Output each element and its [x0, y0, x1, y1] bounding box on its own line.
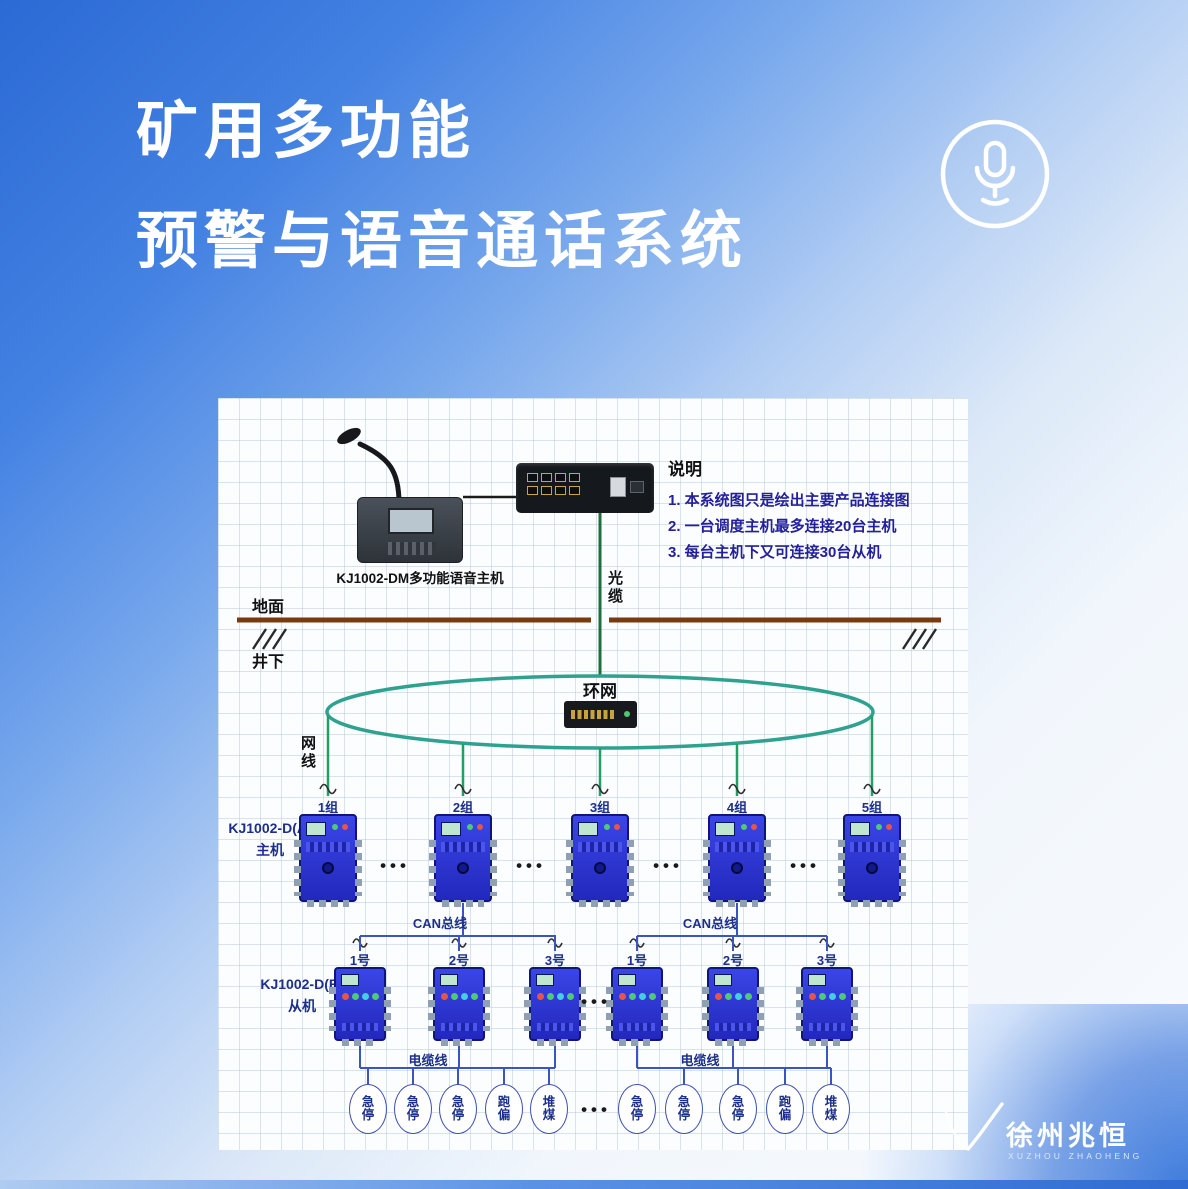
sensor-oval: 急停	[719, 1084, 757, 1134]
sensor-label: 急停	[406, 1094, 420, 1122]
ring-switch-device	[564, 701, 637, 728]
host-role-label: 主机	[256, 842, 284, 858]
ring-switch-ports	[571, 710, 615, 719]
slave-device	[702, 967, 764, 1046]
slave-device	[606, 967, 668, 1046]
host-device	[838, 814, 906, 907]
can-bus-label: CAN总线	[682, 916, 738, 931]
slave-unit-label: 3号	[816, 953, 838, 968]
sensor-oval: 急停	[394, 1084, 432, 1134]
ellipsis: •••	[581, 1100, 611, 1119]
cable-line-label: 电缆线	[408, 1053, 448, 1068]
ethernet-switch-device	[516, 463, 654, 513]
switch-ports	[527, 473, 580, 495]
cable-line-label: 电缆线	[680, 1053, 720, 1068]
sensor-label: 堆煤	[542, 1094, 556, 1122]
page-title-line1: 矿用多功能	[136, 97, 477, 166]
sensor-label: 堆煤	[824, 1094, 838, 1122]
ellipsis: •••	[380, 856, 410, 875]
sensor-oval: 急停	[439, 1084, 477, 1134]
slave-unit-label: 2号	[722, 953, 744, 968]
sensor-oval: 急停	[349, 1084, 387, 1134]
console-keypad	[388, 542, 436, 555]
ring-network-label: 环网	[583, 682, 617, 701]
notes-heading: 说明	[668, 460, 702, 479]
host-group-label: 4组	[726, 800, 748, 815]
host-group-label: 5组	[861, 800, 883, 815]
brand-name-en: XUZHOU ZHAOHENG	[1008, 1151, 1143, 1161]
sensor-label: 急停	[361, 1094, 375, 1122]
host-group-label: 2组	[452, 800, 474, 815]
sensor-label: 跑偏	[778, 1094, 792, 1122]
slave-device	[524, 967, 586, 1046]
switch-uplink-port	[610, 477, 626, 497]
host-model-label: KJ1002-D(A)	[228, 820, 312, 836]
switch-sfp-port	[630, 481, 644, 493]
slave-unit-label: 2号	[448, 953, 470, 968]
sensor-oval: 急停	[618, 1084, 656, 1134]
sensor-oval: 堆煤	[812, 1084, 850, 1134]
notes-list: 1. 本系统图只是绘出主要产品连接图 2. 一台调度主机最多连接20台主机 3.…	[668, 488, 910, 566]
host-device	[294, 814, 362, 907]
slave-model-label: KJ1002-D(B)	[260, 976, 344, 992]
underground-label: 井下	[252, 654, 285, 671]
sensor-oval: 跑偏	[485, 1084, 523, 1134]
ring-switch-led	[624, 711, 630, 717]
console-label: KJ1002-DM多功能语音主机	[336, 571, 504, 586]
microphone-icon	[940, 119, 1050, 229]
sensor-label: 急停	[731, 1094, 745, 1122]
page-title-line2: 预警与语音通话系统	[136, 207, 749, 276]
ellipsis: •••	[653, 856, 683, 875]
host-device	[429, 814, 497, 907]
brand-name: 徐州兆恒	[1006, 1121, 1130, 1151]
ellipsis: •••	[581, 992, 611, 1011]
sensor-oval: 急停	[665, 1084, 703, 1134]
dispatch-console-device	[357, 497, 463, 563]
note-line: 2. 一台调度主机最多连接20台主机	[668, 518, 897, 535]
ellipsis: •••	[516, 856, 546, 875]
brand-logo-icon	[944, 1102, 1004, 1151]
sensor-label: 急停	[677, 1094, 691, 1122]
slave-role-label: 从机	[288, 998, 316, 1014]
host-group-label: 1组	[317, 800, 339, 815]
network-cable-label: 网线	[300, 735, 316, 770]
note-line: 3. 每台主机下又可连接30台从机	[668, 544, 882, 561]
sensor-oval: 跑偏	[766, 1084, 804, 1134]
slave-unit-label: 1号	[349, 953, 371, 968]
note-line: 1. 本系统图只是绘出主要产品连接图	[668, 492, 910, 509]
sensor-oval: 堆煤	[530, 1084, 568, 1134]
slave-device	[796, 967, 858, 1046]
console-screen	[388, 508, 434, 534]
slave-device	[329, 967, 391, 1046]
sensor-label: 急停	[630, 1094, 644, 1122]
sensor-label: 跑偏	[497, 1094, 511, 1122]
host-group-label: 3组	[589, 800, 611, 815]
bottom-accent-bar	[0, 1180, 1188, 1189]
slave-device	[428, 967, 490, 1046]
host-device	[703, 814, 771, 907]
ellipsis: •••	[790, 856, 820, 875]
sensor-label: 急停	[451, 1094, 465, 1122]
slave-unit-label: 3号	[544, 953, 566, 968]
slave-unit-label: 1号	[626, 953, 648, 968]
optical-cable-label: 光缆	[607, 570, 623, 605]
surface-label: 地面	[252, 599, 285, 616]
host-device	[566, 814, 634, 907]
can-bus-label: CAN总线	[412, 916, 468, 931]
